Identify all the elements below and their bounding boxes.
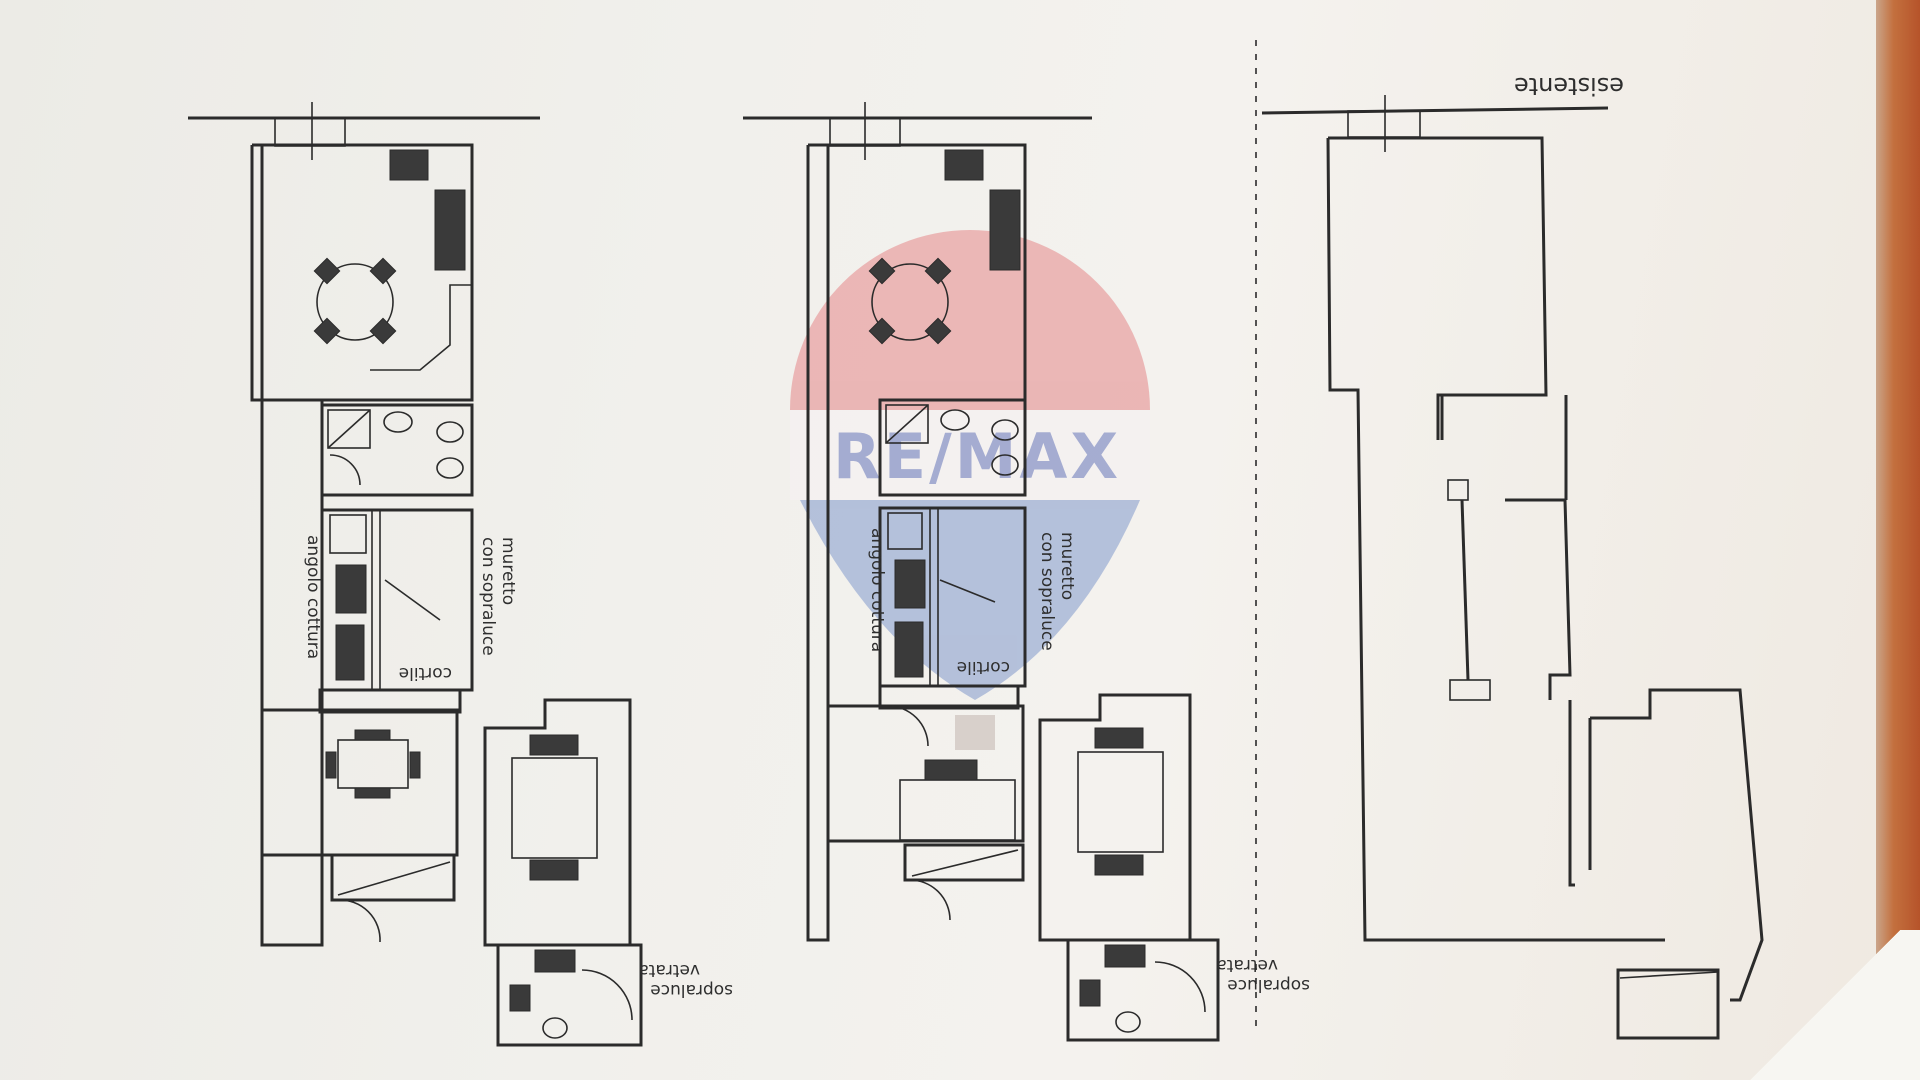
label-low-wall-line1: muretto — [1057, 532, 1077, 600]
plan-left: angolo cottura muretto con sopraluce cor… — [188, 102, 733, 1047]
plan-middle: angolo cottura muretto con sopraluce cor… — [743, 102, 1310, 1042]
label-window-line2: vetrata — [638, 960, 700, 980]
label-cooking-corner: angolo cottura — [303, 535, 323, 659]
plan-right: esistente — [1255, 40, 1764, 1040]
label-existing: esistente — [1514, 72, 1624, 100]
label-low-wall-line1: muretto — [498, 537, 518, 605]
table-surface — [1876, 0, 1920, 1080]
watermark-brand: RE/MAX — [833, 420, 1121, 493]
label-window-line1: sopraluce — [650, 980, 733, 1000]
label-courtyard: cortile — [957, 657, 1010, 677]
label-window-line2: vetrata — [1216, 955, 1278, 975]
watermark-balloon-bottom — [800, 500, 1140, 700]
label-low-wall-line2: con sopraluce — [1037, 532, 1057, 651]
label-cooking-corner: angolo cottura — [867, 528, 887, 652]
watermark-balloon-top — [790, 230, 1150, 410]
paper-folded-corner — [1730, 930, 1920, 1080]
watermark-balloon-middle — [790, 410, 1150, 500]
watermark-basket — [955, 715, 995, 750]
label-window-line1: sopraluce — [1227, 975, 1310, 995]
label-courtyard: cortile — [399, 663, 452, 683]
label-low-wall-line2: con sopraluce — [478, 537, 498, 656]
